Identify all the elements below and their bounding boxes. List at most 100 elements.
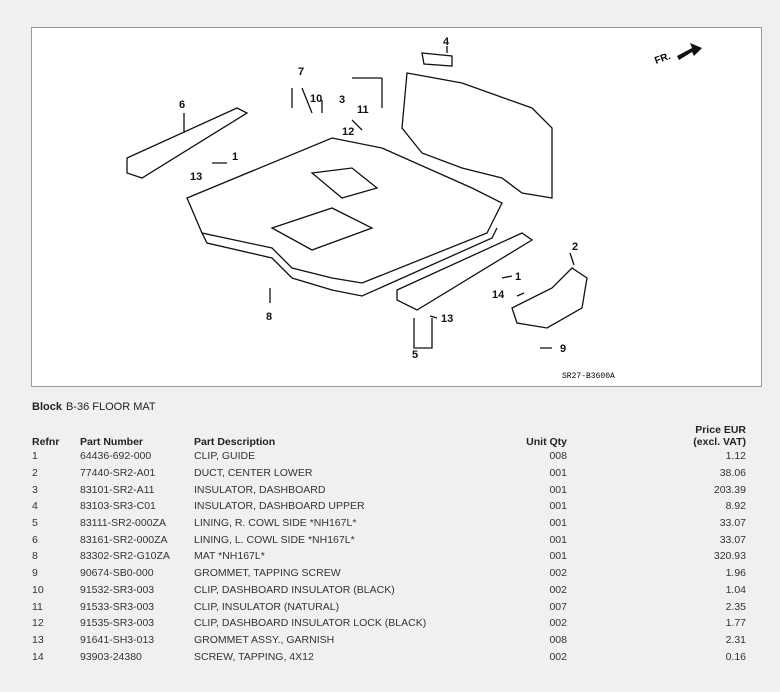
- cell-price: 1.12: [725, 450, 746, 463]
- cell-description: LINING, L. COWL SIDE *NH167L*: [194, 533, 355, 546]
- svg-text:7: 7: [298, 66, 304, 78]
- table-header: Refnr Part Number Part Description Unit …: [28, 418, 750, 448]
- header-description: Part Description: [194, 436, 276, 448]
- cell-refnr: 13: [32, 633, 44, 646]
- cell-price: 320.93: [713, 550, 746, 563]
- cell-price: 1.77: [725, 617, 746, 630]
- cell-qty: 001: [549, 517, 567, 530]
- cell-part-number: 83103-SR3-C01: [80, 500, 156, 513]
- cell-price: 33.07: [719, 517, 746, 530]
- svg-text:12: 12: [342, 126, 354, 138]
- svg-text:8: 8: [266, 311, 272, 323]
- left-cowl-lining-drawing: [126, 107, 249, 179]
- floor-mat-drawing: [186, 137, 503, 284]
- cell-description: INSULATOR, DASHBOARD: [194, 483, 326, 496]
- cell-part-number: 83111-SR2-000ZA: [80, 517, 166, 530]
- cell-description: MAT *NH167L*: [194, 550, 265, 563]
- cell-price: 8.92: [725, 500, 746, 513]
- cell-refnr: 14: [32, 650, 44, 663]
- svg-text:13: 13: [441, 313, 453, 325]
- cell-part-number: 93903-24380: [80, 650, 142, 663]
- price-header-line2: (excl. VAT): [693, 436, 746, 448]
- duct-drawing: [511, 267, 588, 329]
- floor-mat-exploded-view: 4 7 10 3 11 12 6 1 13 8 2 1 14 13 5 9 FR…: [126, 36, 702, 381]
- cell-description: INSULATOR, DASHBOARD UPPER: [194, 500, 365, 513]
- cell-price: 203.39: [713, 483, 746, 496]
- svg-text:6: 6: [179, 99, 185, 111]
- svg-text:2: 2: [572, 241, 578, 253]
- svg-text:5: 5: [412, 349, 418, 361]
- cell-refnr: 6: [32, 533, 38, 546]
- cell-qty: 008: [549, 450, 567, 463]
- cell-description: GROMMET ASSY., GARNISH: [194, 633, 335, 646]
- header-price: Price EUR(excl. VAT): [571, 418, 750, 448]
- table-row: 3 83101-SR2-A11 INSULATOR, DASHBOARD 001 203…: [28, 481, 750, 498]
- cell-qty: 001: [549, 533, 567, 546]
- svg-text:1: 1: [232, 151, 238, 163]
- table-row: 2 77440-SR2-A01 DUCT, CENTER LOWER 001 38.06: [28, 465, 750, 482]
- cell-qty: 002: [549, 650, 567, 663]
- table-row: 4 83103-SR3-C01 INSULATOR, DASHBOARD UPPER…: [28, 498, 750, 515]
- cell-price: 1.04: [725, 583, 746, 596]
- cell-description: GROMMET, TAPPING SCREW: [194, 567, 341, 580]
- cell-price: 33.07: [719, 533, 746, 546]
- header-part-number: Part Number: [80, 436, 144, 448]
- svg-text:9: 9: [560, 343, 566, 355]
- cell-description: SCREW, TAPPING, 4X12: [194, 650, 314, 663]
- table-row: 12 91535-SR3-003 CLIP, DASHBOARD INSULATOR…: [28, 615, 750, 632]
- svg-text:13: 13: [190, 171, 202, 183]
- cell-refnr: 4: [32, 500, 38, 513]
- cell-description: DUCT, CENTER LOWER: [194, 467, 313, 480]
- cell-qty: 001: [549, 550, 567, 563]
- price-header-line1: Price EUR: [695, 424, 746, 436]
- cell-refnr: 8: [32, 550, 38, 563]
- table-row: 5 83111-SR2-000ZA LINING, R. COWL SIDE *NH…: [28, 515, 750, 532]
- parts-table: Refnr Part Number Part Description Unit …: [28, 418, 750, 665]
- cell-description: CLIP, DASHBOARD INSULATOR LOCK (BLACK): [194, 617, 427, 630]
- cell-description: CLIP, INSULATOR (NATURAL): [194, 600, 340, 613]
- cell-qty: 002: [549, 583, 567, 596]
- front-direction-label: FR.: [653, 51, 672, 67]
- dashboard-insulator-drawing: [401, 72, 553, 199]
- header-unit-qty: Unit Qty: [526, 436, 567, 448]
- cell-qty: 007: [549, 600, 567, 613]
- svg-text:1: 1: [515, 271, 521, 283]
- cell-refnr: 11: [32, 600, 43, 613]
- cell-price: 38.06: [719, 467, 746, 480]
- cell-qty: 001: [549, 500, 567, 513]
- cell-price: 2.31: [725, 633, 746, 646]
- svg-text:3: 3: [339, 94, 345, 106]
- table-row: 14 93903-24380 SCREW, TAPPING, 4X12 002 0.16: [28, 648, 750, 665]
- parts-diagram: 4 7 10 3 11 12 6 1 13 8 2 1 14 13 5 9 FR…: [31, 27, 762, 387]
- cell-price: 2.35: [725, 600, 746, 613]
- cell-qty: 001: [549, 467, 567, 480]
- cell-part-number: 91535-SR3-003: [80, 617, 155, 630]
- table-row: 11 91533-SR3-003 CLIP, INSULATOR (NATURAL)…: [28, 598, 750, 615]
- cell-description: LINING, R. COWL SIDE *NH167L*: [194, 517, 357, 530]
- cell-refnr: 5: [32, 517, 38, 530]
- cell-part-number: 91533-SR3-003: [80, 600, 155, 613]
- block-value: B-36 FLOOR MAT: [65, 401, 156, 413]
- cell-refnr: 12: [32, 617, 44, 630]
- cell-part-number: 77440-SR2-A01: [80, 467, 156, 480]
- right-cowl-lining-drawing: [396, 232, 534, 311]
- cell-refnr: 9: [32, 567, 38, 580]
- cell-price: 0.16: [725, 650, 746, 663]
- diagram-code: SR27-B3600A: [562, 372, 615, 381]
- header-refnr: Refnr: [32, 436, 60, 448]
- cell-refnr: 2: [32, 467, 38, 480]
- cell-refnr: 3: [32, 483, 38, 496]
- cell-qty: 001: [549, 483, 567, 496]
- cell-part-number: 90674-SB0-000: [80, 567, 154, 580]
- cell-part-number: 91532-SR3-003: [80, 583, 155, 596]
- cell-part-number: 83101-SR2-A11: [80, 483, 155, 496]
- cell-refnr: 10: [32, 583, 44, 596]
- cell-qty: 002: [549, 567, 567, 580]
